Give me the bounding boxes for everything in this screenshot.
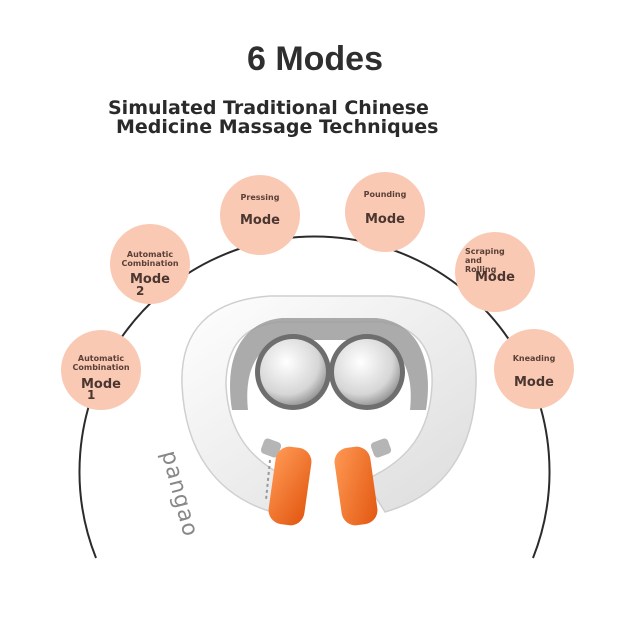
mode-bubble-pounding: Pounding Mode	[345, 172, 425, 252]
mode-label: Automatic Combination	[72, 354, 130, 372]
mode-bubble-automatic-1: Automatic Combination Mode 1	[61, 330, 141, 410]
mode-label: Kneading	[512, 354, 556, 363]
mode-number: 1	[87, 388, 96, 402]
mode-label: Automatic Combination	[121, 250, 179, 268]
mode-text: Mode	[130, 272, 170, 287]
subtitle-line-2: Medicine Massage Techniques	[116, 116, 439, 138]
mode-text: Mode	[240, 213, 280, 228]
mode-bubble-pressing: Pressing Mode	[220, 175, 300, 255]
mode-number: 2	[136, 284, 145, 298]
mode-text: Mode	[514, 375, 554, 390]
mode-bubble-kneading: Kneading Mode	[494, 329, 574, 409]
mode-bubble-scraping-rolling: Scraping and Rolling Mode	[455, 232, 535, 312]
mode-label: Pounding	[363, 190, 407, 199]
page-title: 6 Modes	[246, 40, 384, 78]
mode-label: Pressing	[240, 193, 280, 202]
mode-text: Mode	[81, 377, 121, 392]
subtitle-line-1: Simulated Traditional Chinese	[108, 97, 429, 119]
mode-text: Mode	[475, 270, 515, 285]
mode-text: Mode	[365, 212, 405, 227]
mode-label: Scraping and Rolling	[465, 247, 505, 274]
mode-bubble-automatic-2: Automatic Combination Mode 2	[110, 224, 190, 304]
